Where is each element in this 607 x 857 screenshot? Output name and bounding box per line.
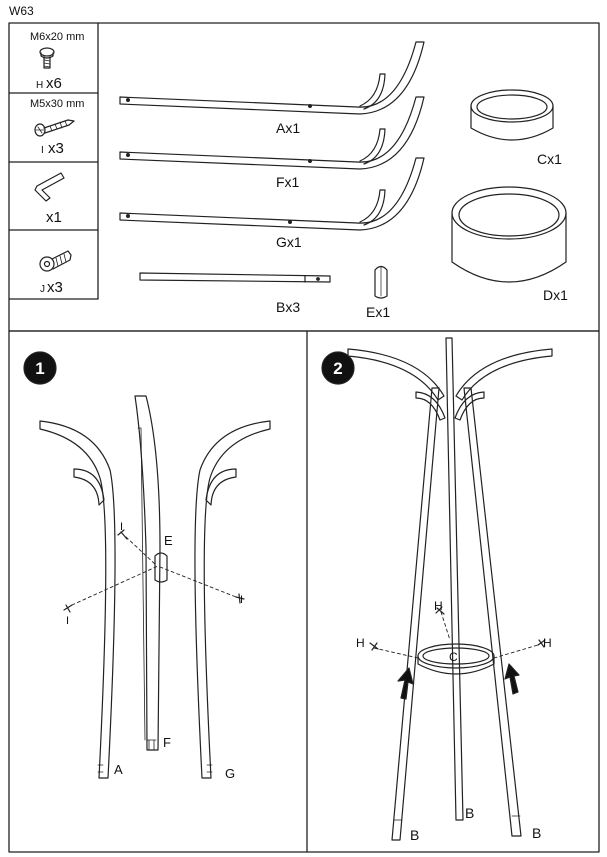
step2-label-h-right: H <box>543 636 552 650</box>
screw-icon <box>117 529 128 540</box>
steps-frame <box>8 330 600 853</box>
hw-letter-h: H <box>36 80 43 91</box>
barrel-nut-icon <box>39 250 72 272</box>
arm-part-g <box>119 157 425 231</box>
step1-label-i-top: I <box>120 521 123 533</box>
bolt-icon <box>39 47 55 69</box>
step-1-number: 1 <box>35 359 44 378</box>
bolt-icon <box>435 606 445 615</box>
arrow-up-icon <box>397 667 414 700</box>
connector-part-e <box>374 265 388 299</box>
ring-part-d <box>451 186 567 283</box>
hw-qty-key: x1 <box>46 209 62 226</box>
bar-part-b <box>139 272 331 283</box>
bolt-icon <box>537 639 546 648</box>
step2-label-b-left: B <box>410 827 419 843</box>
step2-label-c: C <box>449 650 458 664</box>
step-2-number: 2 <box>333 359 342 378</box>
step1-label-a: A <box>114 762 123 777</box>
part-label-g: Gx1 <box>276 234 302 250</box>
step-1-drawing <box>23 351 271 779</box>
step2-label-h-top: H <box>434 599 443 613</box>
part-label-a: Ax1 <box>276 120 300 136</box>
part-label-b: Bx3 <box>276 299 300 315</box>
screw-icon <box>34 119 75 137</box>
arm-part-a <box>119 41 425 115</box>
hw-letter-j: J <box>40 284 45 295</box>
screw-icon <box>235 593 245 604</box>
step1-label-g: G <box>225 766 235 781</box>
hw-letter-i: I <box>41 145 44 156</box>
hw-qty-i: x3 <box>48 140 64 157</box>
part-label-e: Ex1 <box>366 304 390 320</box>
step1-label-e: E <box>164 533 173 548</box>
part-label-c: Cx1 <box>537 151 562 167</box>
step-2-drawing <box>321 337 553 841</box>
step1-label-f: F <box>163 735 171 750</box>
model-code: W63 <box>9 4 34 18</box>
step2-label-b-right: B <box>532 825 541 841</box>
ring-part-c <box>470 89 554 141</box>
hw-qty-h: x6 <box>46 75 62 92</box>
allen-key-icon <box>34 172 65 202</box>
screw-icon <box>63 604 73 613</box>
step2-label-h-left: H <box>356 636 365 650</box>
step1-label-i-right: I <box>240 594 243 606</box>
arm-part-f <box>119 96 425 170</box>
part-label-f: Fx1 <box>276 174 300 190</box>
part-label-d: Dx1 <box>543 287 568 303</box>
hw-size-h: M6x20 mm <box>30 31 84 43</box>
bolt-icon <box>369 642 379 651</box>
arrow-up-icon <box>504 663 520 695</box>
hw-size-i: M5x30 mm <box>30 98 84 110</box>
step1-label-i-left: I <box>66 615 69 627</box>
hw-qty-j: x3 <box>47 279 63 296</box>
hardware-column <box>8 22 99 300</box>
step2-label-b-center: B <box>465 805 474 821</box>
